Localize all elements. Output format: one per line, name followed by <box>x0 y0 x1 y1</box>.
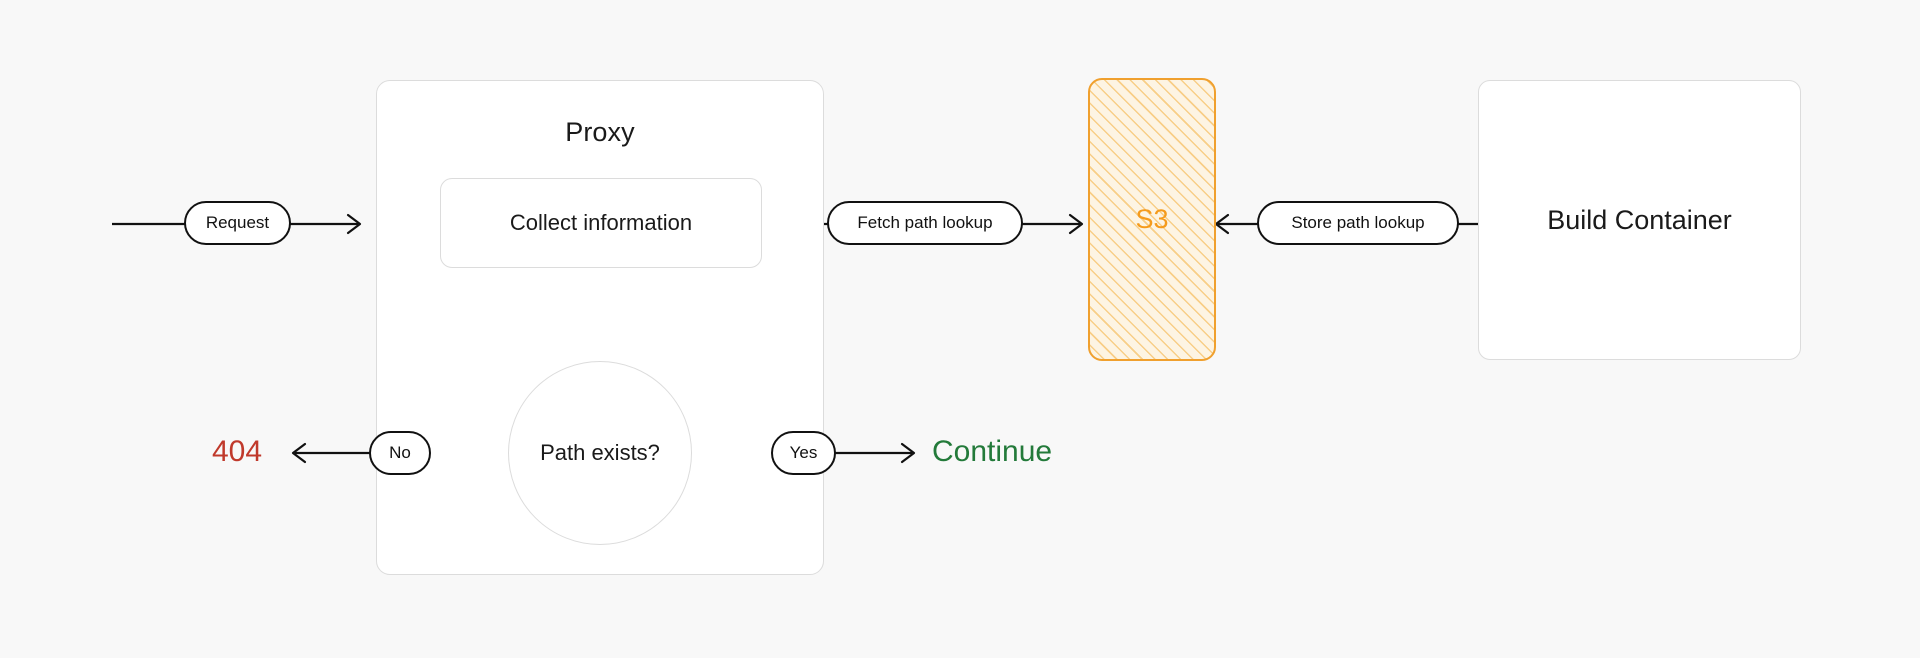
node-path-exists[interactable]: Path exists? <box>508 361 692 545</box>
edge-label-store-path-lookup-text: Store path lookup <box>1291 213 1425 232</box>
edge-label-fetch-path-lookup-text: Fetch path lookup <box>857 213 993 232</box>
edge-label-request[interactable]: Request <box>184 201 291 245</box>
node-collect-information[interactable]: Collect information <box>440 178 762 268</box>
arrowhead-404 <box>291 442 307 464</box>
edge-label-yes[interactable]: Yes <box>771 431 836 475</box>
arrowhead-continue <box>900 442 916 464</box>
node-collect-information-label: Collect information <box>509 210 693 235</box>
edge-label-store-path-lookup[interactable]: Store path lookup <box>1257 201 1459 245</box>
arrowhead-s3-left <box>1068 213 1084 235</box>
arrowhead-request <box>346 213 362 235</box>
node-s3[interactable]: S3 <box>1088 78 1216 361</box>
group-proxy-title: Proxy <box>565 117 635 147</box>
terminal-404-text: 404 <box>212 435 263 468</box>
edge-label-yes-text: Yes <box>789 443 818 462</box>
arrowhead-s3-right <box>1214 213 1230 235</box>
terminal-continue-text: Continue <box>932 435 1053 468</box>
edge-label-fetch-path-lookup[interactable]: Fetch path lookup <box>827 201 1023 245</box>
node-path-exists-label: Path exists? <box>540 440 660 465</box>
node-build-container-label: Build Container <box>1547 204 1732 235</box>
edge-label-request-text: Request <box>205 213 270 232</box>
terminal-continue: Continue <box>932 435 1052 469</box>
edge-label-no[interactable]: No <box>369 431 431 475</box>
terminal-404: 404 <box>212 435 262 469</box>
node-build-container[interactable]: Build Container <box>1478 80 1801 360</box>
node-s3-label: S3 <box>1135 204 1169 234</box>
edge-label-no-text: No <box>389 443 411 462</box>
